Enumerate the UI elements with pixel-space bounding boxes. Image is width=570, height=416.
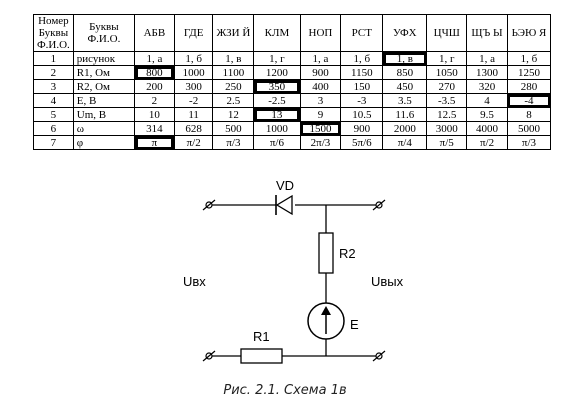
header-cell: ЩЪ Ы	[466, 14, 508, 52]
table-cell: π/6	[253, 135, 301, 150]
resistor-r1-symbol	[240, 348, 283, 364]
table-cell-highlighted: π	[134, 135, 175, 150]
header-cell: АБВ	[134, 14, 175, 52]
variant-table: Номер Буквы Ф.И.О. Буквы Ф.И.О. АБВ ГДЕ …	[33, 14, 552, 150]
label-e: E	[350, 317, 359, 332]
table-cell: 1, г	[253, 51, 301, 66]
header-cell: Номер Буквы Ф.И.О.	[33, 14, 74, 52]
header-cell: УФХ	[382, 14, 428, 52]
header-cell: НОП	[299, 14, 342, 52]
figure-caption: Рис. 2.1. Схема 1в	[223, 383, 347, 398]
terminal-in-bottom-slash	[202, 350, 216, 362]
table-cell: Um, В	[72, 107, 136, 122]
table-cell: φ	[72, 135, 136, 150]
header-cell: ГДЕ	[173, 14, 214, 52]
voltage-source-symbol	[307, 302, 345, 340]
label-uout: Uвых	[371, 274, 404, 289]
variant-table-container: Номер Буквы Ф.И.О. Буквы Ф.И.О. АБВ ГДЕ …	[33, 14, 552, 150]
diode-symbol	[275, 194, 293, 216]
table-cell: 900	[299, 65, 342, 80]
table-cell: 10	[134, 107, 175, 122]
terminal-out-top-slash	[372, 199, 386, 211]
label-vd: VD	[276, 178, 294, 193]
header-cell: КЛМ	[253, 14, 301, 52]
table-cell: 7	[33, 135, 74, 150]
label-r2: R2	[339, 246, 356, 261]
table-row: 5 Um, В 10 11 12 13 9 10.5 11.6 12.5 9.5…	[33, 107, 552, 122]
terminal-in-top-slash	[202, 199, 216, 211]
table-cell: 150	[340, 79, 384, 94]
table-header-row: Номер Буквы Ф.И.О. Буквы Ф.И.О. АБВ ГДЕ …	[33, 14, 552, 52]
table-cell: рисунок	[72, 51, 136, 66]
terminal-out-bottom-slash	[372, 350, 386, 362]
header-cell: ЬЭЮ Я	[506, 14, 552, 52]
table-cell: π/4	[382, 135, 428, 150]
label-uin: Uвх	[183, 274, 206, 289]
table-cell: 1, б	[506, 51, 552, 66]
resistor-r2-symbol	[318, 232, 334, 274]
header-cell: ЖЗИ Й	[212, 14, 255, 52]
table-cell: π/5	[426, 135, 468, 150]
table-cell: 1, б	[340, 51, 384, 66]
table-cell: π/2	[173, 135, 214, 150]
table-cell: R1, Ом	[72, 65, 136, 80]
table-cell: 1250	[506, 65, 552, 80]
table-cell: 1100	[212, 65, 255, 80]
table-row: 7 φ π π/2 π/3 π/6 2π/3 5π/6 π/4 π/5 π/2 …	[33, 135, 552, 150]
table-row: 3 R2, Ом 200 300 250 350 400 150 450 270…	[33, 79, 552, 94]
label-r1: R1	[253, 329, 270, 344]
table-cell: π/3	[506, 135, 552, 150]
table-row: 6 ω 314 628 500 1000 1500 900 2000 3000 …	[33, 121, 552, 136]
table-cell: 280	[506, 79, 552, 94]
